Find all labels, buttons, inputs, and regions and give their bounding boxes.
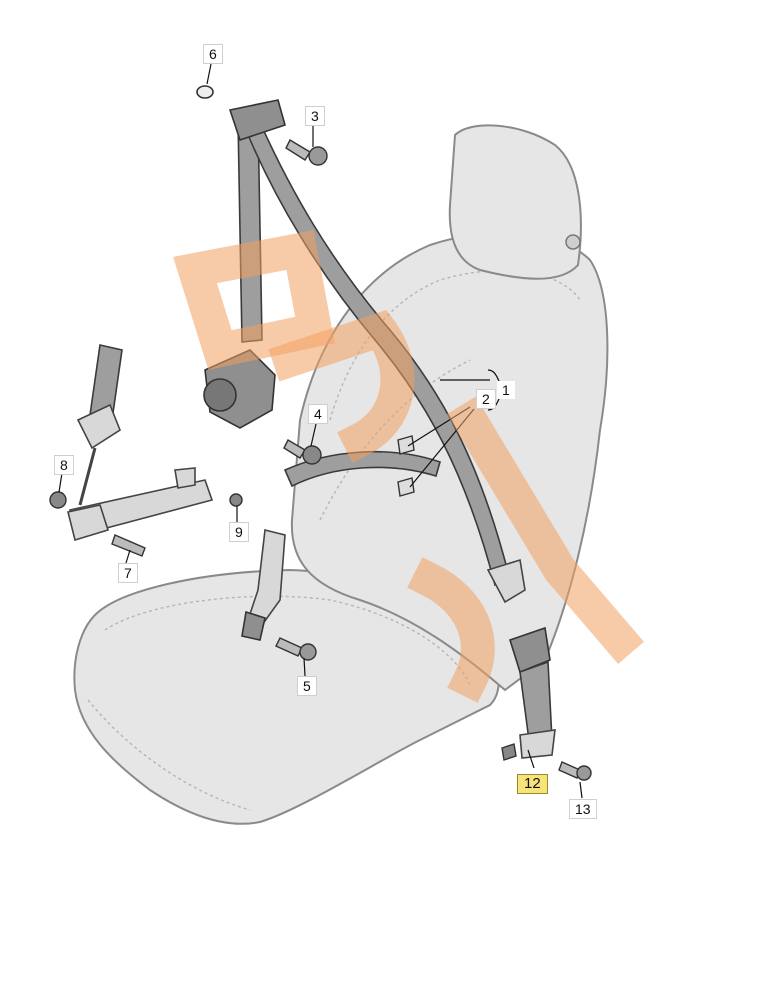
height-adjuster-assembly: [67, 344, 214, 542]
callout-7: 7: [118, 563, 138, 583]
belt-latch-tongue: [486, 558, 526, 604]
clip-icon: [397, 435, 415, 455]
callout-2: 2: [476, 389, 496, 409]
bolt-icon: [285, 139, 311, 161]
fasteners: [49, 85, 592, 781]
callout-6: 6: [203, 44, 223, 64]
headrest-button-icon: [565, 234, 581, 250]
nut-icon: [49, 491, 67, 509]
bolt-icon: [111, 534, 146, 557]
headrest: [448, 124, 582, 280]
nut-icon: [229, 493, 243, 507]
seat-belt-buckle: [509, 626, 556, 759]
bolt-icon: [558, 761, 581, 779]
callout-5: 5: [297, 676, 317, 696]
clip-icon: [397, 477, 415, 497]
bolt-icon: [283, 439, 306, 459]
lower-belt-anchor: [241, 529, 286, 641]
nut-icon: [501, 743, 517, 761]
callout-3: 3: [305, 106, 325, 126]
upper-anchor-plate: [228, 99, 286, 142]
callout-1: 1: [497, 381, 515, 399]
seat-cushion: [73, 568, 500, 825]
belt-retractor: [203, 349, 276, 429]
watermark-logo: [173, 230, 644, 703]
bolt-icon: [275, 637, 303, 657]
callout-9: 9: [229, 522, 249, 542]
callout-4: 4: [308, 404, 328, 424]
callout-13: 13: [569, 799, 597, 819]
washer-icon: [196, 85, 214, 99]
callout-12: 12: [517, 774, 548, 794]
callout-8: 8: [54, 455, 74, 475]
